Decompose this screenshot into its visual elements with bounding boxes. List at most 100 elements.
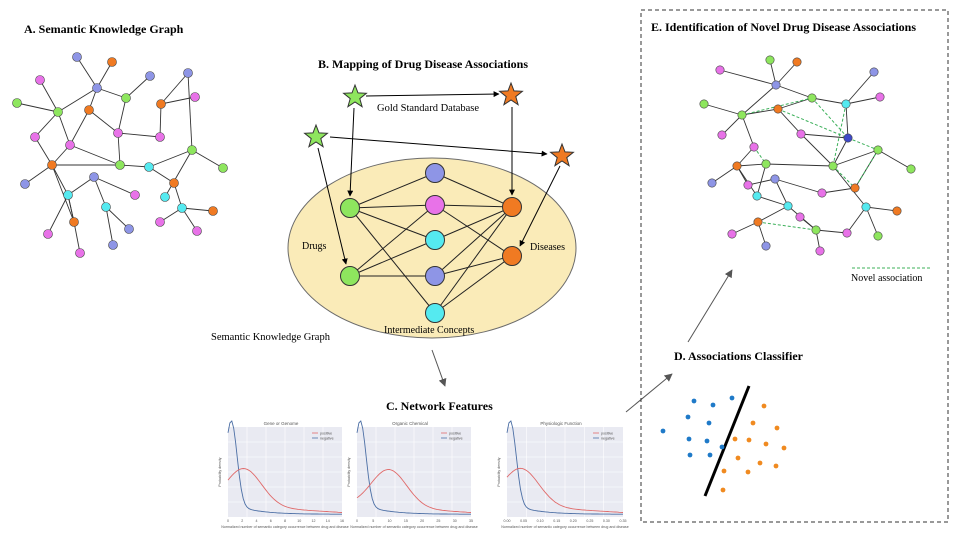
- legend-label: negative: [320, 437, 334, 441]
- graph-node: [145, 71, 155, 81]
- legend-label: positive: [449, 432, 461, 436]
- negative-point: [721, 468, 727, 474]
- legend-label: positive: [601, 432, 613, 436]
- disease-star: [549, 142, 575, 167]
- graph-node: [75, 248, 85, 258]
- graph-edge: [711, 165, 738, 184]
- x-axis-label: Normalized number of semantic category o…: [221, 525, 348, 529]
- graph-node: [815, 246, 825, 256]
- tick-label: 0.35: [620, 519, 627, 523]
- graph-edge: [719, 69, 777, 86]
- negative-density-line: [506, 420, 623, 515]
- graph-node: [828, 161, 838, 171]
- x-axis-label: Normalized number of semantic category o…: [350, 525, 477, 529]
- graph-edge: [756, 163, 767, 197]
- graph-edge: [865, 206, 898, 212]
- novel-association-edge: [832, 165, 856, 189]
- chart-title: Gene or Genome: [264, 421, 299, 426]
- legend-label: negative: [449, 437, 463, 441]
- graph-edge: [349, 207, 436, 241]
- positive-point: [707, 452, 713, 458]
- graph-edge: [434, 255, 513, 277]
- graph-edge: [736, 163, 767, 167]
- graph-edge: [434, 206, 513, 277]
- tick-label: 0.25: [586, 519, 593, 523]
- graph-edge: [821, 187, 856, 194]
- graph-node: [92, 83, 102, 93]
- graph-edge: [865, 206, 879, 237]
- positive-point: [660, 428, 666, 434]
- graph-node: [47, 160, 57, 170]
- intermediate-concepts-label: Intermediate Concepts: [384, 325, 474, 336]
- mapping-arrow: [317, 147, 348, 265]
- graph-edge: [775, 84, 813, 99]
- graph-node: [753, 217, 763, 227]
- negative-point: [781, 445, 787, 451]
- graph-edge: [434, 206, 513, 314]
- tick-label: 12: [312, 519, 316, 523]
- novel-association-legend-label: Novel association: [851, 273, 922, 284]
- panel-b-mapping-graph: [303, 81, 575, 323]
- tick-label: 6: [270, 519, 272, 523]
- graph-node: [340, 198, 360, 218]
- graph-node: [807, 93, 817, 103]
- graph-node: [156, 99, 166, 109]
- negative-point: [746, 437, 752, 443]
- positive-point: [687, 452, 693, 458]
- graph-edge: [774, 178, 823, 194]
- x-axis-label: Normalized number of semantic category o…: [501, 525, 628, 529]
- graph-edge: [181, 207, 214, 212]
- legend-label: positive: [320, 432, 332, 436]
- positive-density-line: [506, 467, 624, 513]
- graph-edge: [16, 102, 59, 113]
- graph-node: [843, 133, 853, 143]
- graph-node: [192, 226, 202, 236]
- graph-node: [850, 183, 860, 193]
- graph-node: [84, 105, 94, 115]
- graph-edge: [119, 164, 150, 168]
- graph-edge: [877, 149, 912, 170]
- novel-association-edge: [777, 108, 849, 139]
- graph-node: [35, 75, 45, 85]
- graph-node: [53, 107, 63, 117]
- negative-point: [757, 460, 763, 466]
- graph-edge: [117, 132, 121, 166]
- tick-label: 15: [404, 519, 408, 523]
- graph-node: [717, 130, 727, 140]
- graph-node: [817, 188, 827, 198]
- legend-label: negative: [601, 437, 615, 441]
- tick-label: 10: [297, 519, 301, 523]
- graph-node: [861, 202, 871, 212]
- tick-label: 8: [284, 519, 286, 523]
- graph-edge: [51, 164, 69, 196]
- graph-node: [737, 110, 747, 120]
- tick-label: 2: [241, 519, 243, 523]
- graph-node: [155, 132, 165, 142]
- graph-edge: [96, 61, 113, 89]
- graph-edge: [117, 132, 161, 138]
- graph-edge: [832, 149, 879, 167]
- graph-edge: [832, 137, 849, 167]
- arrow-d-to-e: [687, 269, 733, 343]
- tick-label: 30: [453, 519, 457, 523]
- graph-node: [20, 179, 30, 189]
- decision-boundary: [703, 385, 751, 497]
- graph-edge: [105, 206, 114, 246]
- positive-point: [729, 395, 735, 401]
- graph-node: [873, 231, 883, 241]
- negative-point: [745, 469, 751, 475]
- panel-d-title: D. Associations Classifier: [674, 349, 804, 363]
- graph-node: [160, 192, 170, 202]
- graph-node: [502, 197, 522, 217]
- graph-edge: [51, 164, 75, 223]
- skg-caption: Semantic Knowledge Graph: [211, 332, 331, 343]
- graph-edge: [747, 178, 776, 186]
- graph-edge: [434, 206, 513, 241]
- graph-edge: [800, 133, 834, 167]
- panel-a-title: A. Semantic Knowledge Graph: [24, 22, 184, 36]
- graph-edge: [800, 133, 849, 139]
- positive-point: [685, 414, 691, 420]
- y-axis-label: Probability density: [347, 457, 351, 486]
- tick-label: 0.10: [537, 519, 544, 523]
